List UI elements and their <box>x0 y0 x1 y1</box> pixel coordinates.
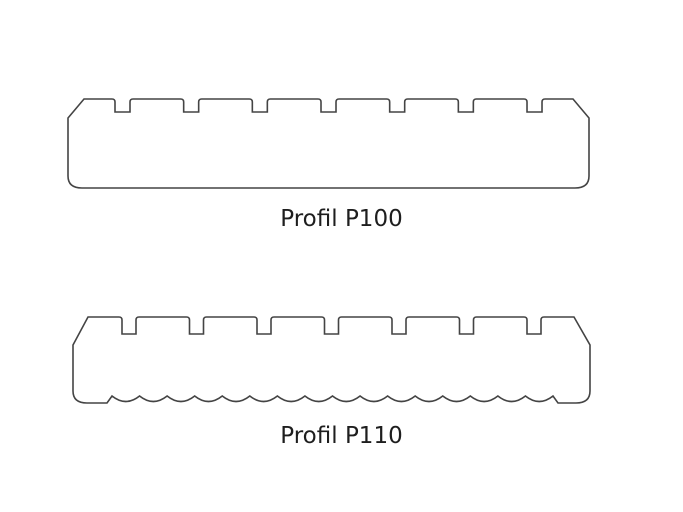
profile-p110-label: Profil P110 <box>280 423 403 449</box>
profile-p100-label: Profil P100 <box>280 206 403 232</box>
profile-p110-outline <box>72 316 591 404</box>
profile-p100-outline <box>67 98 590 189</box>
